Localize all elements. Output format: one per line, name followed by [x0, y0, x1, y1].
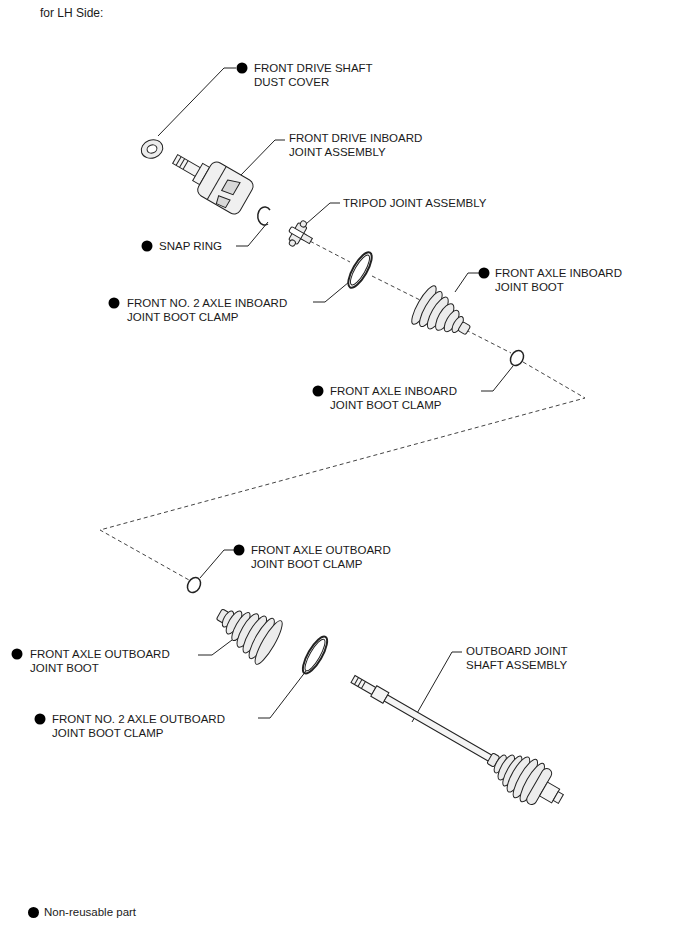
part-name: OUTBOARD JOINT SHAFT ASSEMBLY — [466, 644, 584, 672]
part-name: FRONT AXLE INBOARD JOINT BOOT — [495, 266, 637, 294]
part-name: FRONT NO. 2 AXLE INBOARD JOINT BOOT CLAM… — [127, 296, 309, 324]
part-name: FRONT DRIVE INBOARD JOINT ASSEMBLY — [289, 131, 439, 159]
part-name: FRONT NO. 2 AXLE OUTBOARD JOINT BOOT CLA… — [52, 712, 244, 740]
part-name: FRONT AXLE INBOARD JOINT BOOT CLAMP — [330, 384, 472, 412]
part-name: FRONT DRIVE SHAFT DUST COVER — [254, 61, 382, 89]
non-reusable-marks — [12, 63, 490, 725]
part-name: SNAP RING — [159, 239, 222, 253]
part-name: FRONT AXLE OUTBOARD JOINT BOOT CLAMP — [251, 543, 411, 571]
part-name: FRONT AXLE OUTBOARD JOINT BOOT — [30, 647, 188, 675]
part-name: TRIPOD JOINT ASSEMBLY — [343, 196, 486, 210]
leader-lines — [152, 68, 513, 722]
page-heading: for LH Side: — [40, 6, 103, 20]
legend-dot — [28, 907, 39, 918]
legend-text: Non-reusable part — [44, 905, 136, 919]
